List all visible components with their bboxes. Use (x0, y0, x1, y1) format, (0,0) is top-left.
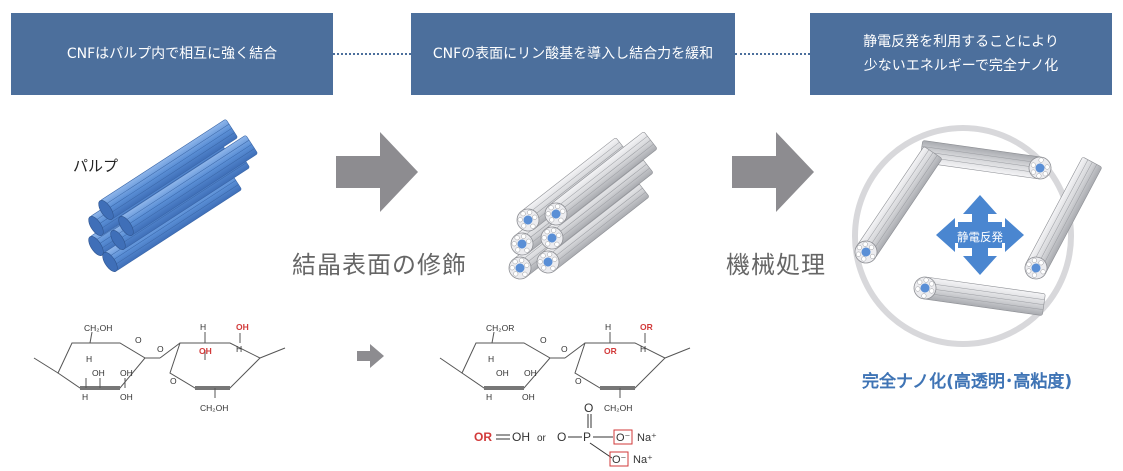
step3-box: 静電反発を利用することにより 少ないエネルギーで完全ナノ化 (810, 13, 1112, 95)
oh-red-label: OH (236, 322, 249, 332)
oh-label: OH (522, 392, 535, 402)
step3-text-line1: 静電反発を利用することにより (863, 34, 1059, 50)
ring-oxygen: O (170, 376, 177, 386)
step2-box: CNFの表面にリン酸基を導入し結合力を緩和 (411, 13, 735, 95)
cellulose-structure-modified: CH₂OR O H OH OH H OH O H OR OR H O CH₂OH (439, 322, 691, 413)
h-label: H (82, 392, 88, 402)
or-red-label: OR (640, 322, 653, 332)
repulsion-label: 静電反発 (957, 230, 1003, 244)
phosphorus-atom: P (583, 430, 591, 444)
oh-label: OH (496, 368, 509, 378)
phosphate-oxygen: O (557, 430, 566, 444)
dispersion-circle (852, 125, 1074, 347)
or-word: or (537, 433, 547, 444)
pulp-label: パルプ (73, 157, 119, 175)
c6-group: CH₂OH (604, 403, 632, 413)
h-label: H (486, 392, 492, 402)
or-definition: OR (474, 430, 492, 444)
process-arrow-1 (336, 132, 418, 212)
h-label: H (200, 322, 206, 332)
oh-label: OH (524, 368, 537, 378)
h-label: H (488, 354, 494, 364)
h-label: H (236, 344, 242, 354)
step2-text: CNFの表面にリン酸基を導入し結合力を緩和 (432, 46, 714, 62)
surface-mod-label: 結晶表面の修飾 (292, 251, 467, 279)
connector-2-3 (735, 53, 810, 55)
oh-label: OH (92, 368, 105, 378)
nano-fiber-left (850, 145, 943, 268)
glycosidic-oxygen: O (157, 344, 164, 354)
oh-label: OH (120, 392, 133, 402)
step1-text: CNFはパルプ内で相互に強く結合 (66, 46, 278, 62)
ring-oxygen: O (135, 335, 142, 345)
glycosidic-oxygen: O (561, 344, 568, 354)
ring-oxygen: O (575, 376, 582, 386)
sodium-ion-1: Na⁺ (637, 432, 657, 444)
connector-1-2 (333, 53, 411, 55)
repulsion-arrow-icon (936, 195, 1024, 275)
oh-label: OH (120, 368, 133, 378)
c6-group: CH₂OH (84, 323, 112, 333)
cellulose-structure-original: CH₂OH O H OH OH H OH O H OH OH H O CH₂OH (33, 322, 286, 413)
ring-oxygen: O (540, 335, 547, 345)
h-label: H (86, 354, 92, 364)
o-minus-1: O⁻ (616, 432, 631, 444)
mechanical-label: 機械処理 (726, 251, 826, 279)
process-arrow-2 (732, 132, 814, 212)
double-bond-oxygen: O (584, 401, 593, 415)
chem-arrow (357, 344, 384, 368)
o-minus-2: O⁻ (612, 454, 627, 466)
or-red-label: OR (604, 346, 617, 356)
nano-fiber-bottom (912, 275, 1046, 317)
hydroxyl-option: OH (512, 430, 530, 444)
c6-group: CH₂OH (200, 403, 228, 413)
pulp-fiber-bundle (85, 118, 259, 275)
step3-text-line2: 少ないエネルギーで完全ナノ化 (863, 58, 1059, 74)
h-label: H (605, 322, 611, 332)
phosphate-definition: OR OH or O P O O⁻ Na⁺ O⁻ Na⁺ (474, 401, 657, 467)
sodium-ion-2: Na⁺ (633, 454, 653, 466)
oh-red-label: OH (199, 346, 212, 356)
c6-group-modified: CH₂OR (486, 323, 514, 333)
modified-fiber-bundle (504, 130, 658, 284)
step1-box: CNFはパルプ内で相互に強く結合 (11, 13, 333, 95)
result-label: 完全ナノ化(高透明･高粘度) (862, 372, 1073, 392)
h-label: H (640, 344, 646, 354)
